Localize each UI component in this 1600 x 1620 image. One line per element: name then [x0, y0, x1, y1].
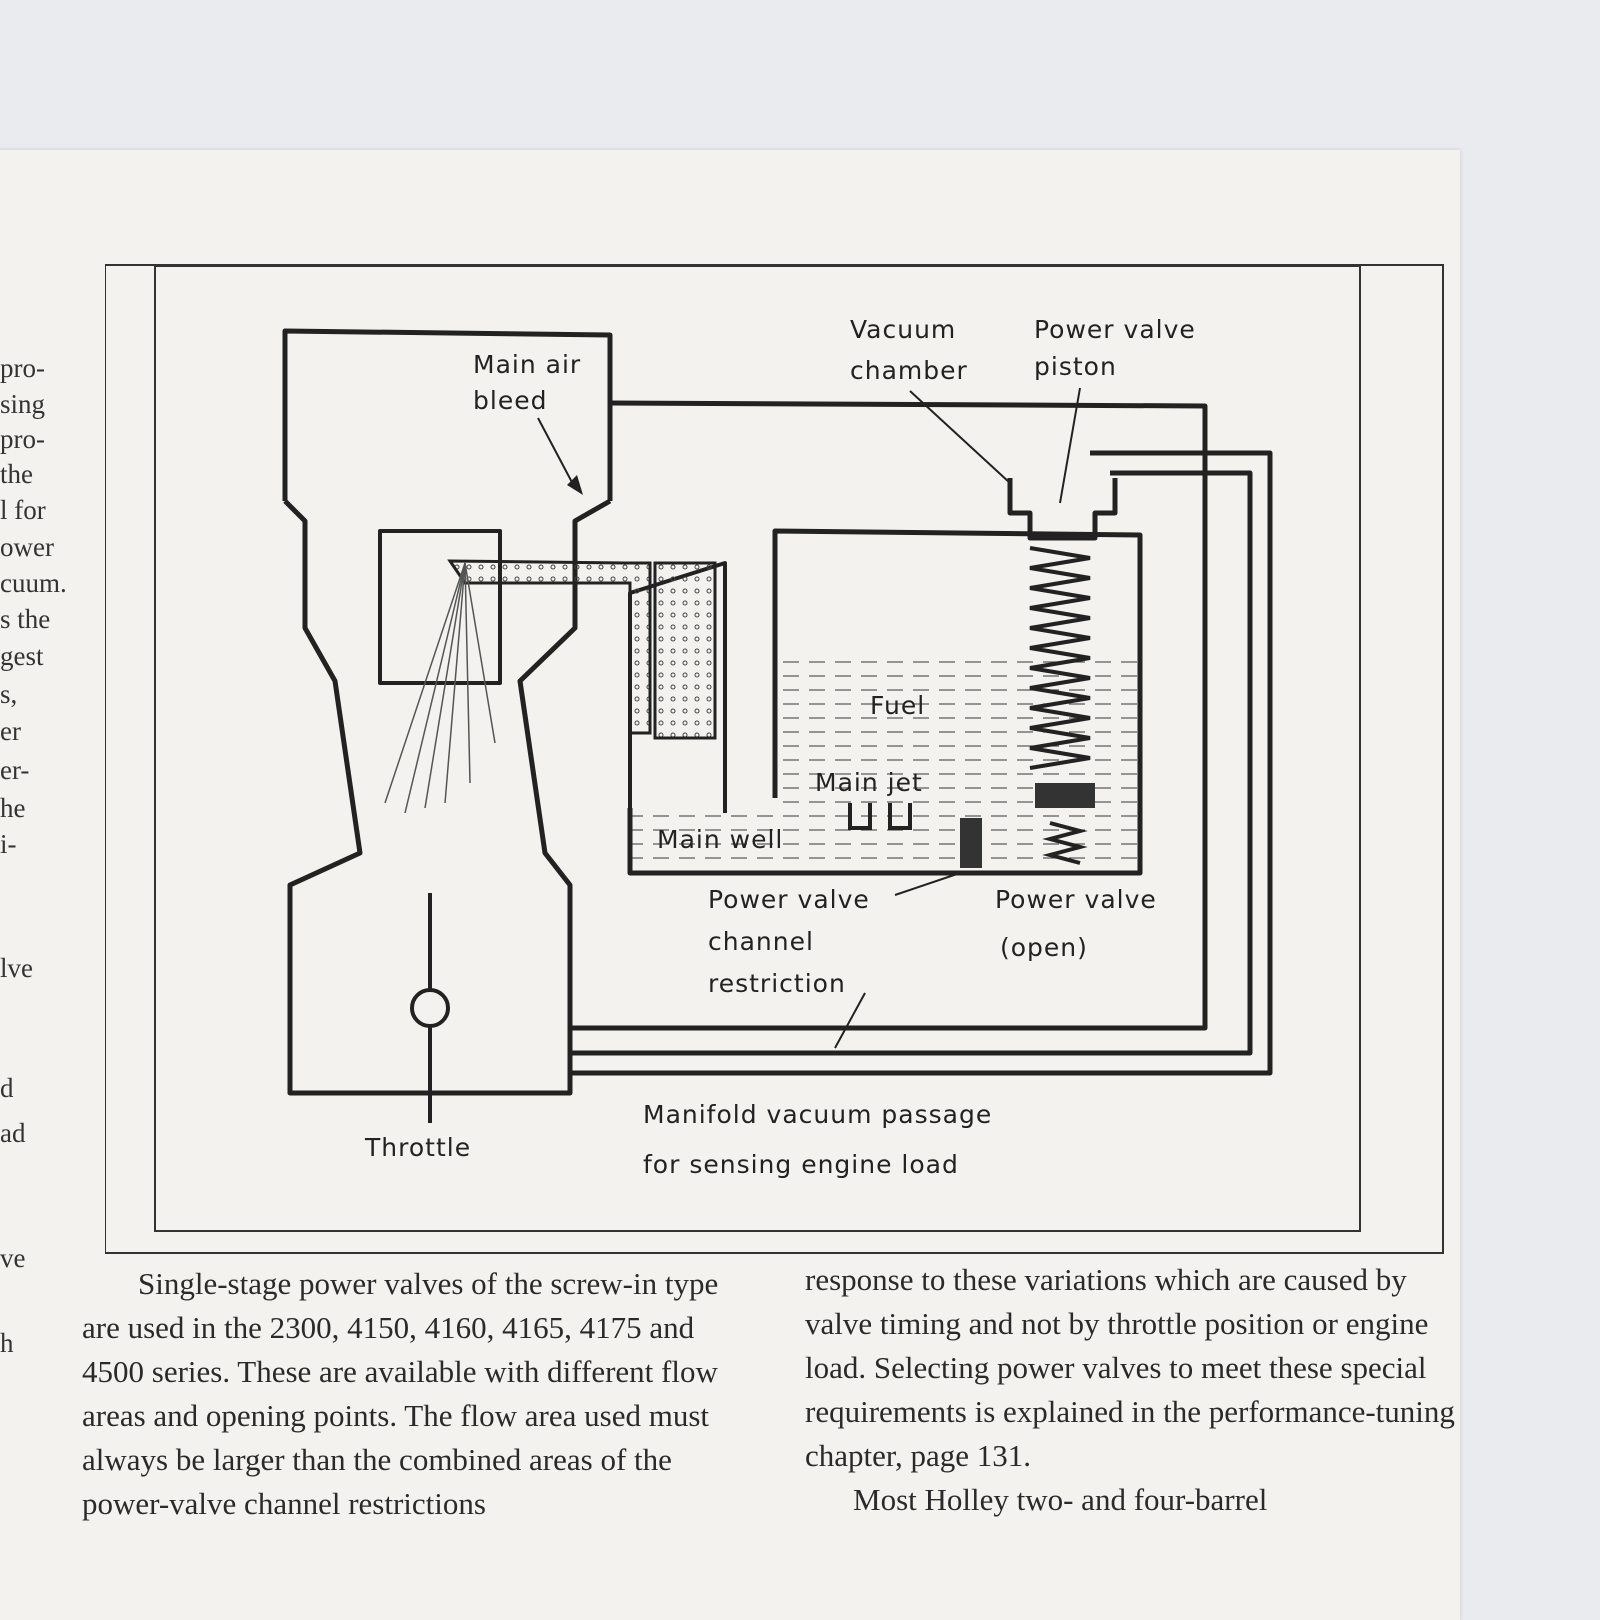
main-jet [848, 803, 912, 830]
paragraph: Single-stage power valves of the screw-i… [82, 1266, 719, 1521]
label-vacuum-chamber: Vacuum [850, 315, 956, 344]
label-main-well: Main well [657, 825, 783, 854]
paragraph: Most Holley two- and four-barrel [853, 1482, 1268, 1517]
margin-fragment: pro- [0, 353, 45, 383]
label-main-air-bleed: Main air [473, 350, 581, 379]
label-power-valve-channel: channel [708, 927, 814, 956]
margin-fragment: s the [0, 604, 51, 634]
main-well-fuel [630, 808, 775, 873]
margin-fragment: sing [0, 389, 46, 419]
label-power-valve-channel: Power valve [708, 885, 870, 914]
label-fuel: Fuel [870, 691, 925, 720]
leader-lines [537, 387, 1081, 1049]
power-valve-seat [1035, 783, 1095, 808]
paragraph: response to these variations which are c… [805, 1262, 1455, 1473]
margin-fragment: d [0, 1073, 14, 1103]
margin-fragment: er [0, 716, 21, 746]
discharge-nozzle [447, 559, 652, 735]
label-vacuum-chamber: chamber [850, 356, 968, 385]
label-power-valve-channel: restriction [708, 969, 846, 998]
margin-fragment: h [0, 1328, 14, 1358]
left-column-text: Single-stage power valves of the screw-i… [82, 1262, 742, 1526]
power-valve-small-spring [1042, 821, 1088, 865]
book-page [0, 150, 1460, 1620]
right-column-text: response to these variations which are c… [805, 1258, 1465, 1522]
label-main-jet: Main jet [815, 768, 923, 797]
carburetor-diagram: Main air bleed Vacuum chamber Power valv… [104, 263, 1445, 1256]
emulsion-tube [653, 561, 717, 740]
label-throttle: Throttle [364, 1133, 471, 1162]
channel-restriction [960, 818, 982, 868]
arrow-head [567, 475, 583, 495]
label-power-valve-piston: piston [1034, 352, 1117, 381]
margin-fragment: the [0, 459, 33, 489]
label-power-valve-piston: Power valve [1034, 315, 1196, 344]
margin-fragment: l for [0, 495, 46, 525]
label-power-valve-open: Power valve [995, 885, 1157, 914]
label-manifold-vacuum: for sensing engine load [643, 1150, 959, 1179]
fuel-spray [384, 562, 496, 814]
margin-fragment: lve [0, 953, 33, 983]
throttle-plate [410, 893, 450, 1123]
margin-fragment: cuum. [0, 568, 67, 598]
figure-inner-frame [154, 265, 1361, 1232]
margin-fragment: i- [0, 829, 17, 859]
margin-fragment: ad [0, 1118, 26, 1148]
margin-fragment: s, [0, 679, 18, 709]
label-power-valve-open: (open) [1000, 933, 1088, 962]
label-main-air-bleed: bleed [473, 386, 547, 415]
margin-fragment: he [0, 793, 26, 823]
power-valve-spring [1029, 546, 1091, 770]
margin-fragment: gest [0, 641, 44, 671]
margin-fragment: er- [0, 755, 30, 785]
margin-fragment: ower [0, 532, 54, 562]
margin-fragment: pro- [0, 424, 45, 454]
margin-fragment: ve [0, 1243, 26, 1273]
label-manifold-vacuum: Manifold vacuum passage [643, 1100, 992, 1129]
